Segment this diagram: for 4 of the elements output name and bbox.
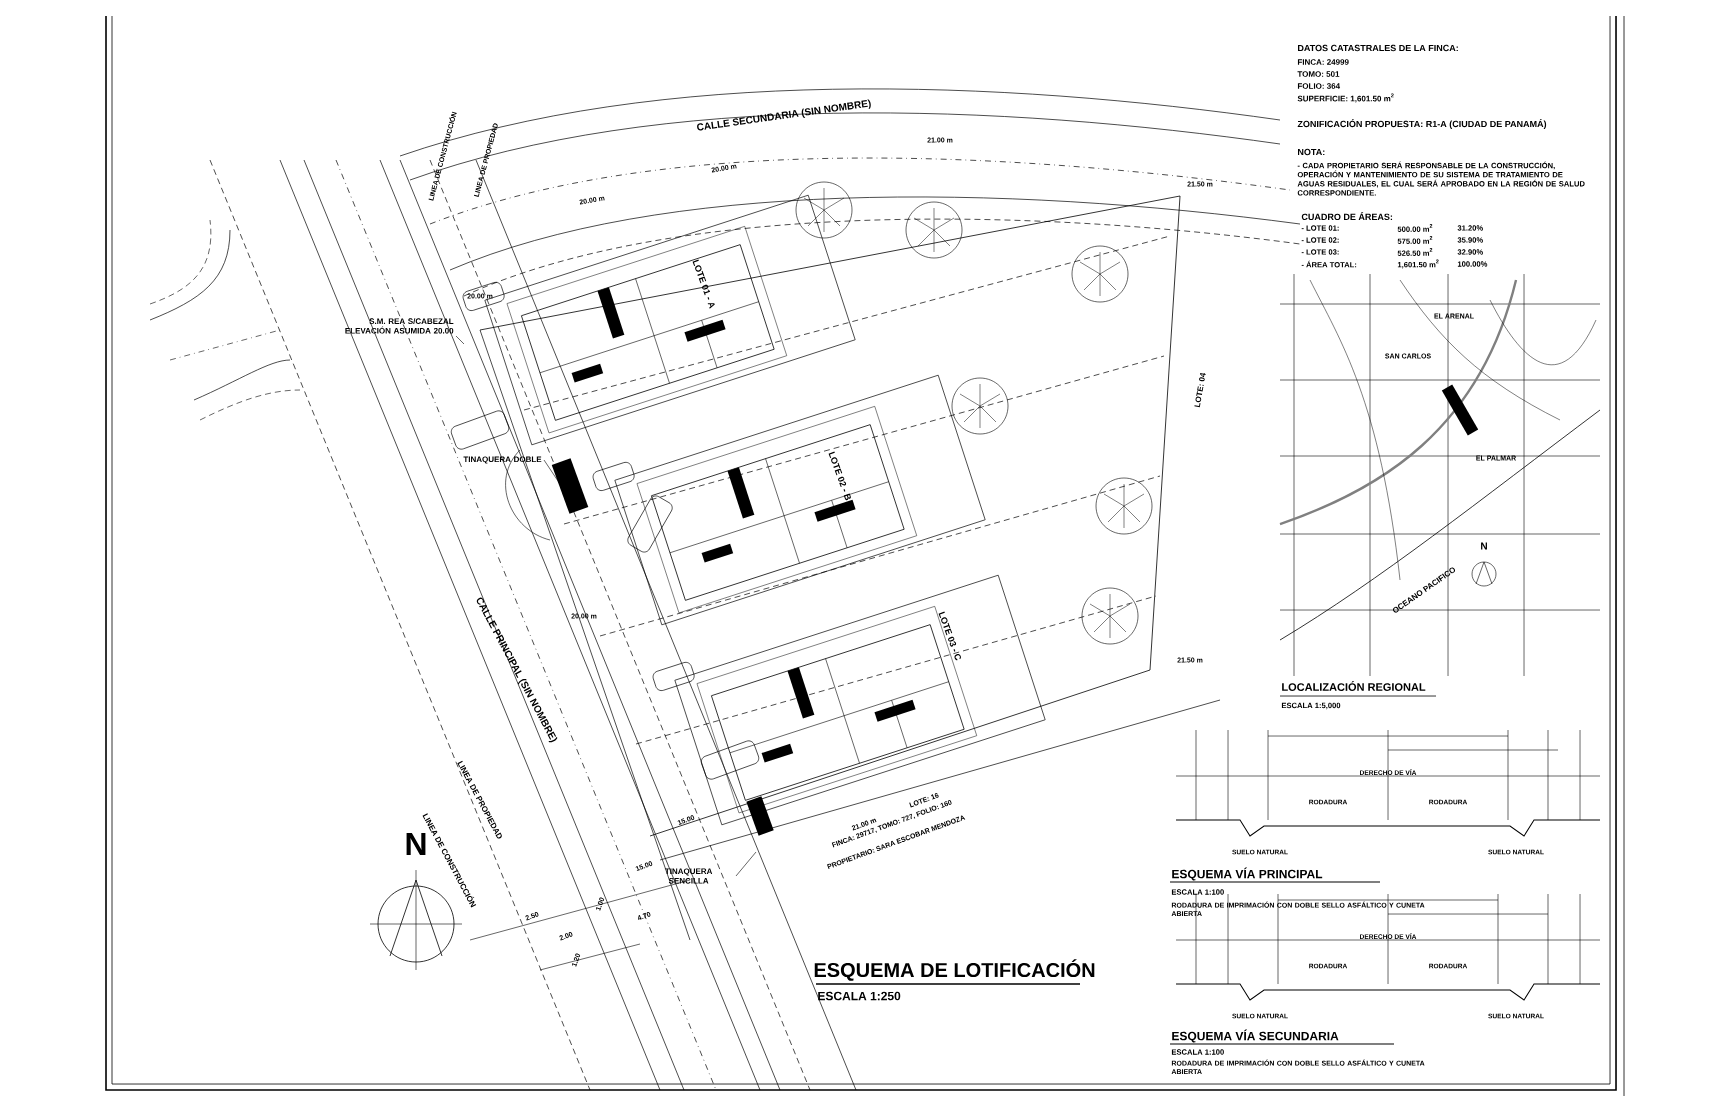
leader-line [735, 851, 757, 877]
north-letter: N [406, 833, 426, 855]
leader-line [455, 335, 465, 345]
plan-title: ESQUEMA DE LOTIFICACIÓN [814, 959, 1095, 981]
